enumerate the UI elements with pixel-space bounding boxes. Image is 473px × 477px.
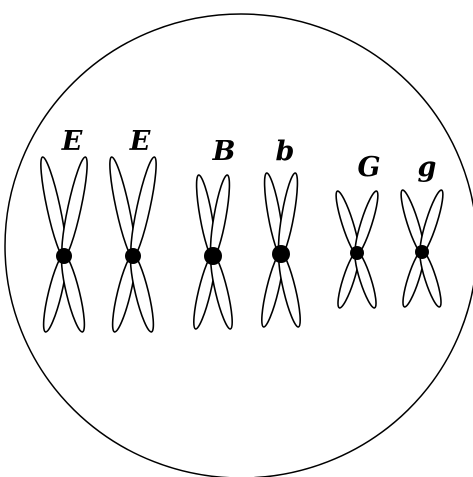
allele-label: B: [212, 136, 236, 167]
centromere: [350, 246, 364, 260]
centromere: [415, 245, 429, 259]
allele-label: E: [61, 126, 83, 157]
chromosome-5: G: [332, 152, 382, 310]
chromosome-3: B: [190, 136, 237, 330]
centromere: [125, 248, 141, 264]
chromosome-6: g: [397, 152, 447, 309]
centromere: [272, 245, 290, 263]
centromere: [204, 247, 222, 265]
chromatid-arm-upper-right: [57, 156, 92, 260]
chromosome-1: E: [36, 126, 92, 333]
centromere: [56, 248, 72, 264]
allele-label: g: [418, 152, 437, 183]
allele-label: E: [129, 126, 151, 157]
allele-label: b: [276, 136, 295, 167]
chromatid-arm-upper-right: [126, 156, 161, 260]
allele-label: G: [357, 152, 380, 183]
cell-membrane: [5, 14, 473, 477]
chromosome-2: E: [105, 126, 161, 333]
chromosome-4: b: [258, 136, 305, 328]
